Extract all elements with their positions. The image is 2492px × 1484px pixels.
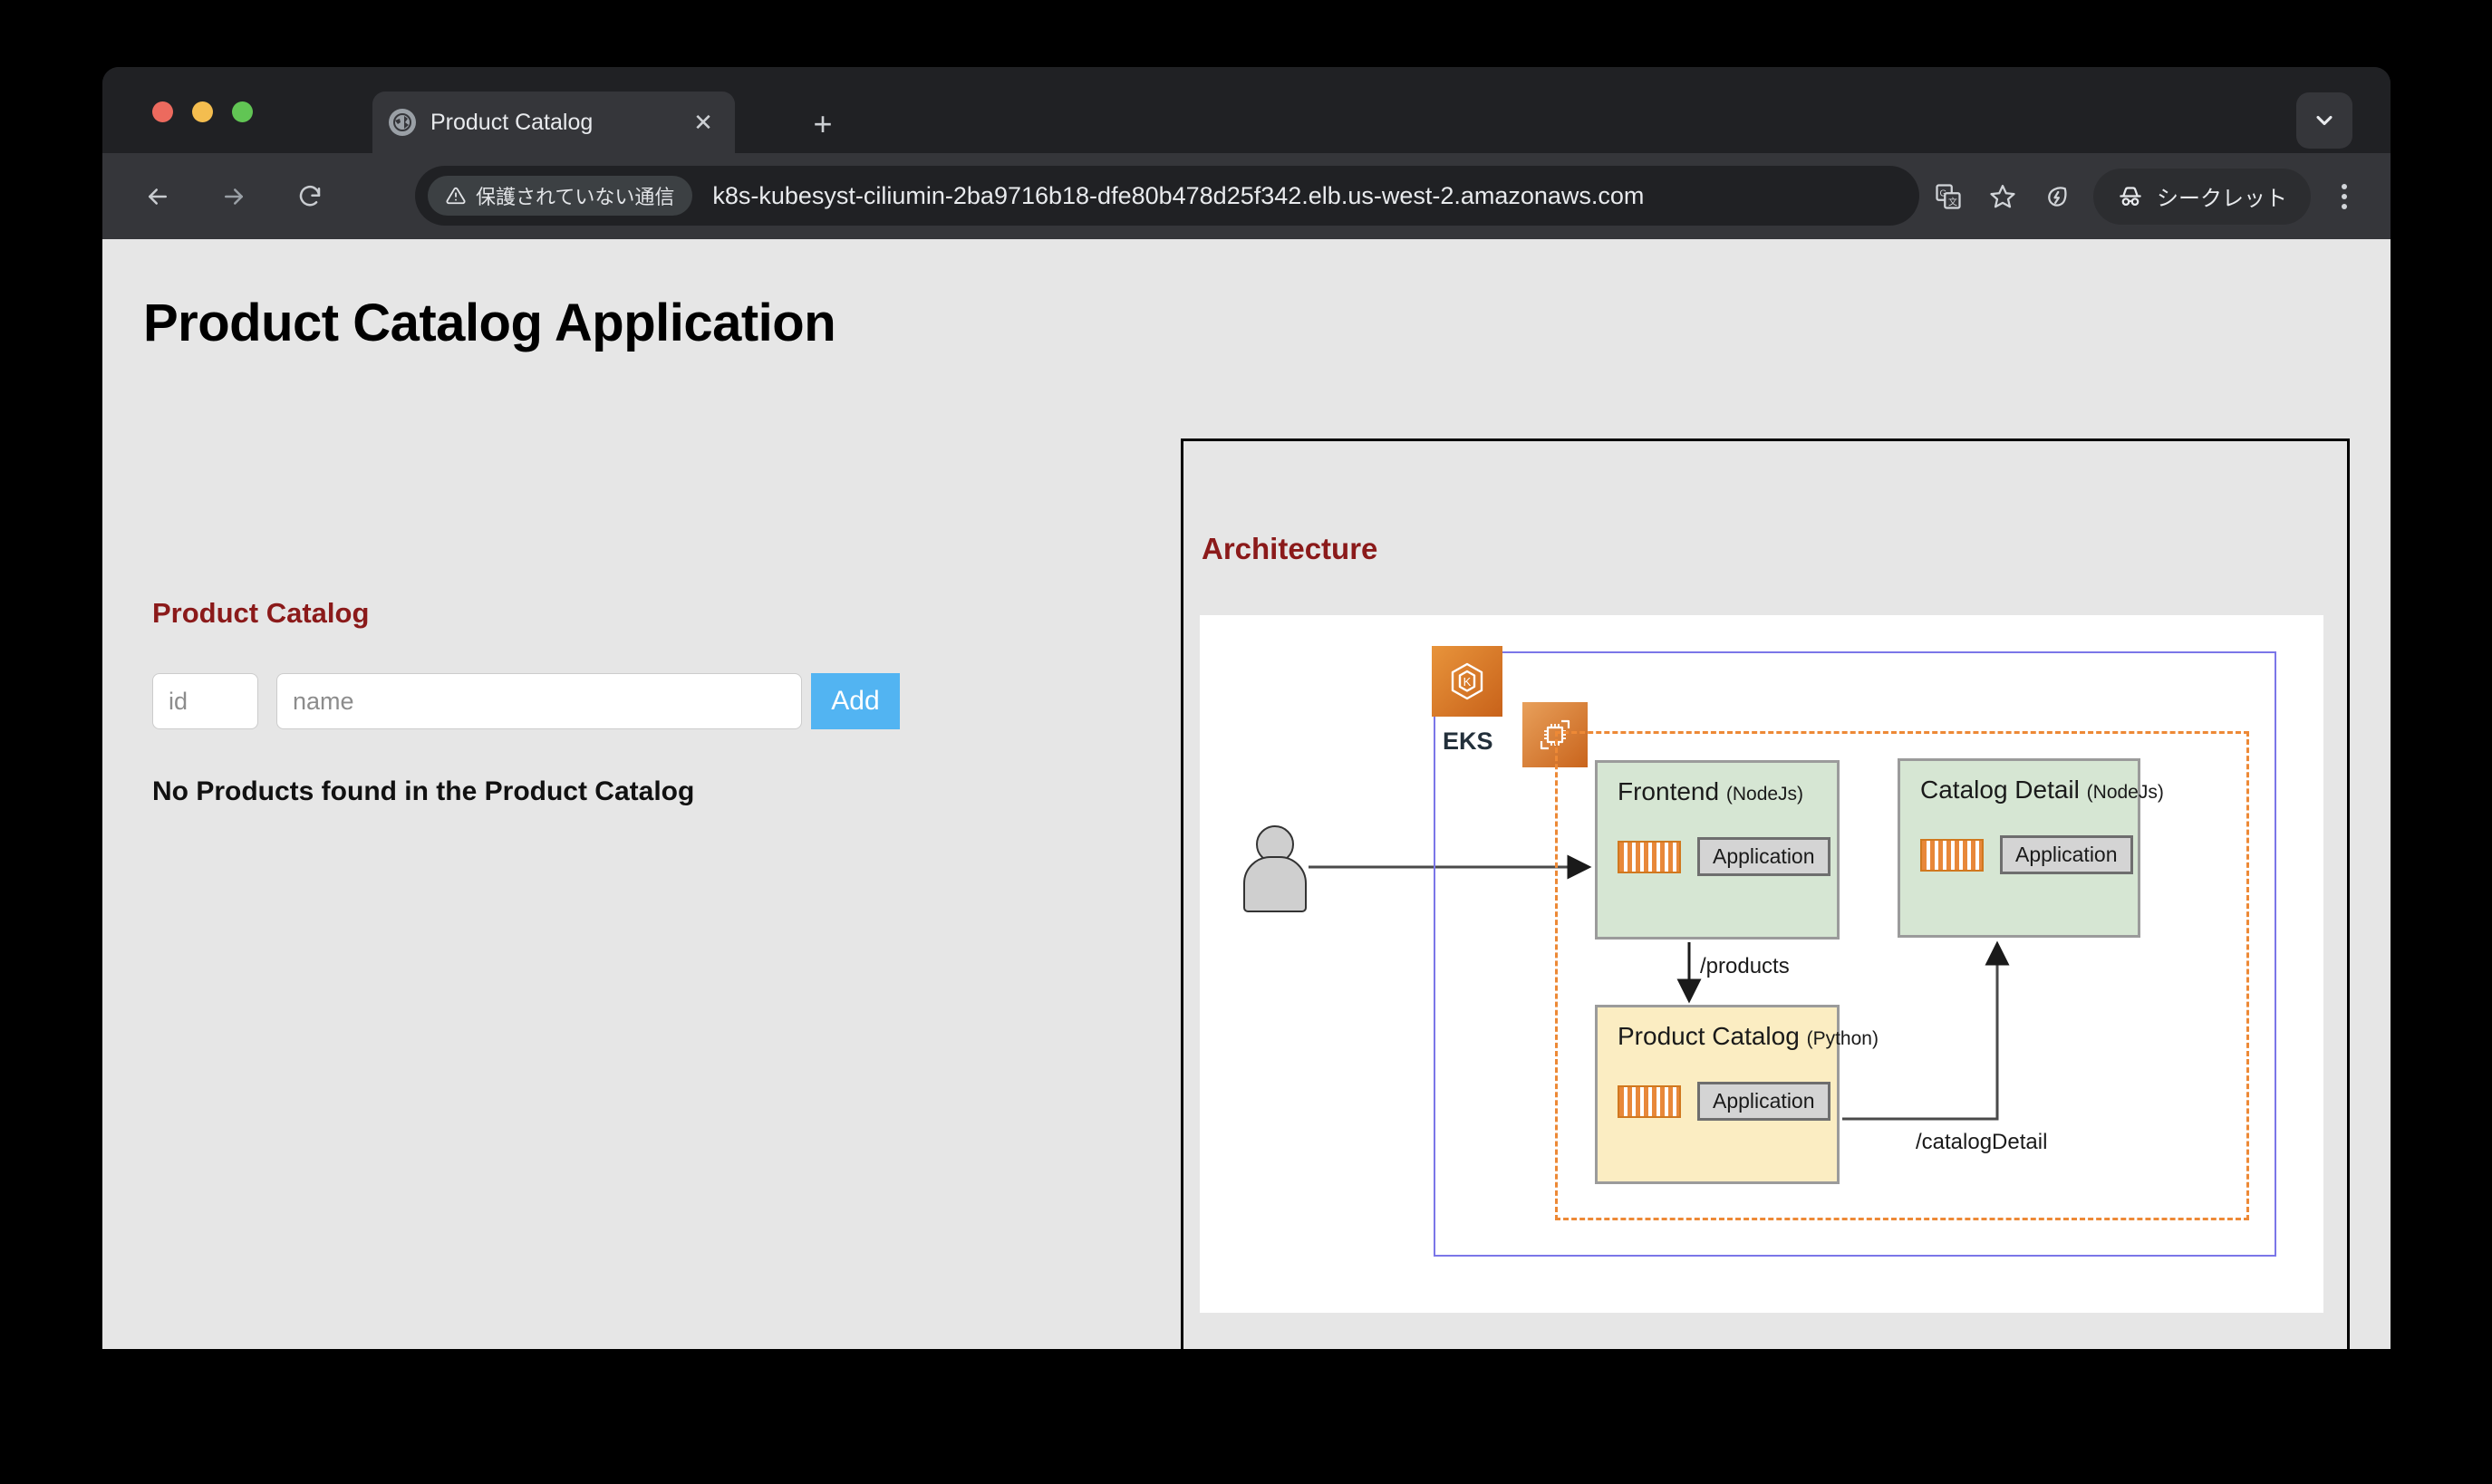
maximize-window-button[interactable] (232, 101, 253, 122)
browser-title-bar: Product Catalog ✕ + (102, 67, 2391, 153)
edge-label-products: /products (1700, 954, 1790, 978)
security-status-badge[interactable]: 保護されていない通信 (428, 176, 693, 216)
tab-title: Product Catalog (430, 109, 594, 135)
leaf-icon[interactable] (2030, 169, 2084, 224)
eks-cluster-label: EKS (1443, 728, 1493, 755)
service-box-catalog-detail: Catalog Detail (NodeJs) Application (1898, 758, 2164, 938)
warning-triangle-icon (446, 187, 466, 205)
page-title: Product Catalog Application (143, 294, 836, 352)
svg-text:K: K (1463, 675, 1472, 689)
add-product-form: Add (152, 673, 1004, 729)
minimize-window-button[interactable] (192, 101, 213, 122)
application-label-product-catalog: Application (1697, 1082, 1830, 1121)
incognito-label: シークレット (2157, 187, 2287, 211)
architecture-diagram: K EKS (1200, 615, 2323, 1313)
add-product-button[interactable]: Add (811, 673, 900, 729)
svg-text:G: G (1940, 188, 1947, 198)
incognito-hat-icon (2120, 186, 2141, 206)
kebab-menu-icon[interactable] (2320, 169, 2369, 225)
star-icon[interactable] (1975, 169, 2030, 224)
service-box-product-catalog: Product Catalog (Python) Application (1595, 1005, 1879, 1184)
browser-tab[interactable]: Product Catalog ✕ (372, 92, 735, 153)
service-title-product-catalog: Product Catalog (Python) (1618, 1022, 1879, 1050)
service-title-catalog-detail: Catalog Detail (NodeJs) (1920, 776, 2164, 804)
reload-icon[interactable] (282, 169, 338, 225)
namespace-boundary (1555, 731, 2249, 1220)
chevron-down-icon[interactable] (2296, 92, 2352, 149)
forward-arrow-icon[interactable] (206, 169, 262, 225)
pod-stripes-icon (1618, 1084, 1681, 1118)
service-box-frontend: Frontend (NodeJs) Application (1595, 760, 1840, 940)
application-label-catalog-detail: Application (2000, 835, 2133, 874)
product-id-input[interactable] (152, 673, 258, 729)
eks-icon: K (1432, 646, 1502, 717)
close-icon[interactable]: ✕ (693, 109, 713, 136)
architecture-heading: Architecture (1202, 532, 1378, 565)
product-catalog-section: Product Catalog Add No Products found in… (152, 597, 1004, 807)
pod-stripes-icon (1920, 838, 1984, 872)
globe-icon (389, 109, 416, 136)
empty-catalog-message: No Products found in the Product Catalog (152, 776, 695, 806)
service-title-frontend: Frontend (NodeJs) (1618, 777, 1804, 805)
window-controls (152, 101, 253, 122)
address-bar[interactable]: 保護されていない通信 k8s-kubesyst-ciliumin-2ba9716… (415, 166, 1919, 226)
product-catalog-heading: Product Catalog (152, 597, 370, 629)
translate-icon[interactable]: G 文 (1921, 169, 1975, 224)
svg-text:文: 文 (1948, 196, 1957, 207)
eks-cluster-boundary (1434, 651, 2276, 1257)
browser-toolbar: 保護されていない通信 k8s-kubesyst-ciliumin-2ba9716… (102, 153, 2391, 239)
pod-stripes-icon (1618, 840, 1681, 873)
incognito-indicator[interactable]: シークレット (2093, 168, 2311, 225)
back-arrow-icon[interactable] (130, 169, 186, 225)
application-label-frontend: Application (1697, 837, 1830, 876)
browser-window: Product Catalog ✕ + (102, 67, 2391, 1349)
close-window-button[interactable] (152, 101, 173, 122)
url-text: k8s-kubesyst-ciliumin-2ba9716b18-dfe80b4… (712, 181, 1645, 209)
user-actor-icon (1243, 825, 1307, 912)
product-name-input[interactable] (276, 673, 802, 729)
edge-label-catalog-detail: /catalogDetail (1916, 1130, 2048, 1154)
architecture-panel: Architecture (1181, 438, 2350, 1349)
toolbar-actions: G 文 (1921, 153, 2369, 239)
security-status-label: 保護されていない通信 (476, 186, 675, 208)
page-viewport: Product Catalog Application Product Cata… (102, 239, 2391, 1349)
plus-icon[interactable]: + (813, 105, 833, 142)
